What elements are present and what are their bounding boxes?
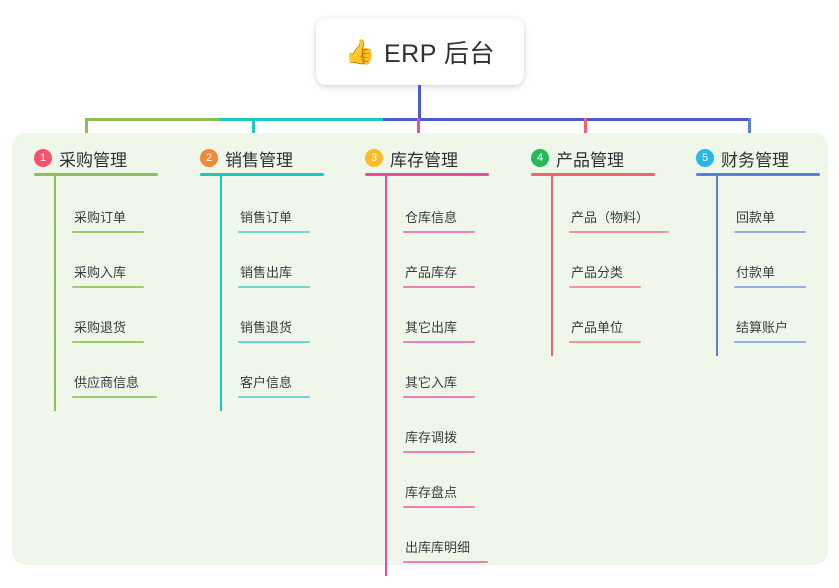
branch-item-label: 其它出库 (405, 320, 458, 335)
branch-item-label: 库存盘点 (405, 485, 458, 500)
branch-header-rule-4 (531, 173, 655, 176)
connector-bus-right (383, 118, 751, 121)
branch-item-label: 结算账户 (736, 320, 789, 335)
connector-root-drop (418, 85, 421, 119)
branch-item-label: 采购退货 (74, 320, 127, 335)
branch-item-rule (72, 396, 157, 398)
branch-item-label: 产品分类 (571, 265, 624, 280)
root-node-erp-backend[interactable]: 👍 ERP 后台 (316, 18, 524, 85)
branch-item-rule (403, 506, 475, 508)
branch-stem-5 (716, 176, 718, 356)
branch-item-label: 产品单位 (571, 320, 624, 335)
branch-item-5-1[interactable]: 回款单 (734, 207, 806, 233)
diagram-panel: 1 采购管理 采购订单 采购入库 采购退货 供应商信息 (12, 133, 828, 576)
branch-header-rule-2 (200, 173, 324, 176)
branch-item-rule (403, 341, 475, 343)
branch-item-rule (238, 396, 310, 398)
branch-item-label: 客户信息 (240, 375, 293, 390)
branch-item-rule (403, 231, 475, 233)
branch-item-rule (403, 286, 475, 288)
branch-item-rule (403, 451, 475, 453)
branch-item-label: 销售订单 (240, 210, 293, 225)
branch-item-rule (238, 286, 310, 288)
branch-item-label: 付款单 (736, 265, 776, 280)
branch-item-label: 仓库信息 (405, 210, 458, 225)
branch-item-rule (238, 341, 310, 343)
branch-item-3-5[interactable]: 库存调拨 (403, 427, 475, 453)
branch-item-3-6[interactable]: 库存盘点 (403, 482, 475, 508)
root-node-title: ERP 后台 (383, 39, 495, 68)
branch-header-rule-5 (696, 173, 820, 176)
branch-item-rule (72, 231, 144, 233)
branch-item-label: 出库库明细 (405, 540, 471, 555)
branch-item-rule (569, 286, 641, 288)
branch-item-rule (238, 231, 310, 233)
branch-item-label: 库存调拨 (405, 430, 458, 445)
branch-item-3-1[interactable]: 仓库信息 (403, 207, 475, 233)
branch-item-3-4[interactable]: 其它入库 (403, 372, 475, 398)
branch-item-label: 采购入库 (74, 265, 127, 280)
branch-item-1-4[interactable]: 供应商信息 (72, 372, 157, 398)
branch-badge-5: 5 (696, 149, 714, 167)
connector-bus-middle (219, 118, 385, 121)
branch-item-4-2[interactable]: 产品分类 (569, 262, 641, 288)
branch-item-rule (569, 231, 669, 233)
branch-item-rule (403, 396, 475, 398)
branch-header-5[interactable]: 5 财务管理 (696, 145, 789, 171)
branch-badge-2: 2 (200, 149, 218, 167)
branch-badge-4: 4 (531, 149, 549, 167)
branch-stem-1 (54, 176, 56, 411)
branch-item-1-3[interactable]: 采购退货 (72, 317, 144, 343)
branch-badge-3: 3 (365, 149, 383, 167)
branch-stem-3 (385, 176, 387, 576)
branch-badge-1: 1 (34, 149, 52, 167)
branch-item-2-3[interactable]: 销售退货 (238, 317, 310, 343)
branch-header-2[interactable]: 2 销售管理 (200, 145, 293, 171)
branch-item-label: 产品（物料） (571, 210, 650, 225)
branch-item-1-1[interactable]: 采购订单 (72, 207, 144, 233)
branch-header-rule-1 (34, 173, 158, 176)
branch-item-rule (569, 341, 641, 343)
branch-item-5-3[interactable]: 结算账户 (734, 317, 806, 343)
branch-item-2-4[interactable]: 客户信息 (238, 372, 310, 398)
branch-stem-4 (551, 176, 553, 356)
branch-item-2-2[interactable]: 销售出库 (238, 262, 310, 288)
branch-title-3: 库存管理 (390, 150, 458, 170)
branch-item-3-7[interactable]: 出库库明细 (403, 537, 488, 563)
branch-title-5: 财务管理 (721, 150, 789, 170)
branch-item-rule (72, 341, 144, 343)
branch-item-4-3[interactable]: 产品单位 (569, 317, 641, 343)
branch-stem-2 (220, 176, 222, 411)
branch-header-4[interactable]: 4 产品管理 (531, 145, 624, 171)
branch-item-5-2[interactable]: 付款单 (734, 262, 806, 288)
branch-item-4-1[interactable]: 产品（物料） (569, 207, 669, 233)
thumbs-up-icon: 👍 (345, 37, 375, 66)
branch-header-1[interactable]: 1 采购管理 (34, 145, 127, 171)
branch-item-rule (403, 561, 488, 563)
branch-title-2: 销售管理 (225, 150, 293, 170)
branch-item-label: 产品库存 (405, 265, 458, 280)
branch-item-rule (734, 286, 806, 288)
branch-header-rule-3 (365, 173, 489, 176)
branch-item-rule (734, 231, 806, 233)
connector-bus-left (85, 118, 221, 121)
branch-item-1-2[interactable]: 采购入库 (72, 262, 144, 288)
branch-header-3[interactable]: 3 库存管理 (365, 145, 458, 171)
branch-item-label: 销售出库 (240, 265, 293, 280)
branch-item-label: 采购订单 (74, 210, 127, 225)
branch-item-rule (734, 341, 806, 343)
branch-item-rule (72, 286, 144, 288)
branch-item-label: 其它入库 (405, 375, 458, 390)
branch-item-label: 回款单 (736, 210, 776, 225)
branch-title-4: 产品管理 (556, 150, 624, 170)
branch-item-3-3[interactable]: 其它出库 (403, 317, 475, 343)
branch-item-3-2[interactable]: 产品库存 (403, 262, 475, 288)
branch-item-label: 销售退货 (240, 320, 293, 335)
branch-item-2-1[interactable]: 销售订单 (238, 207, 310, 233)
branch-item-label: 供应商信息 (74, 375, 140, 390)
branch-title-1: 采购管理 (59, 150, 127, 170)
